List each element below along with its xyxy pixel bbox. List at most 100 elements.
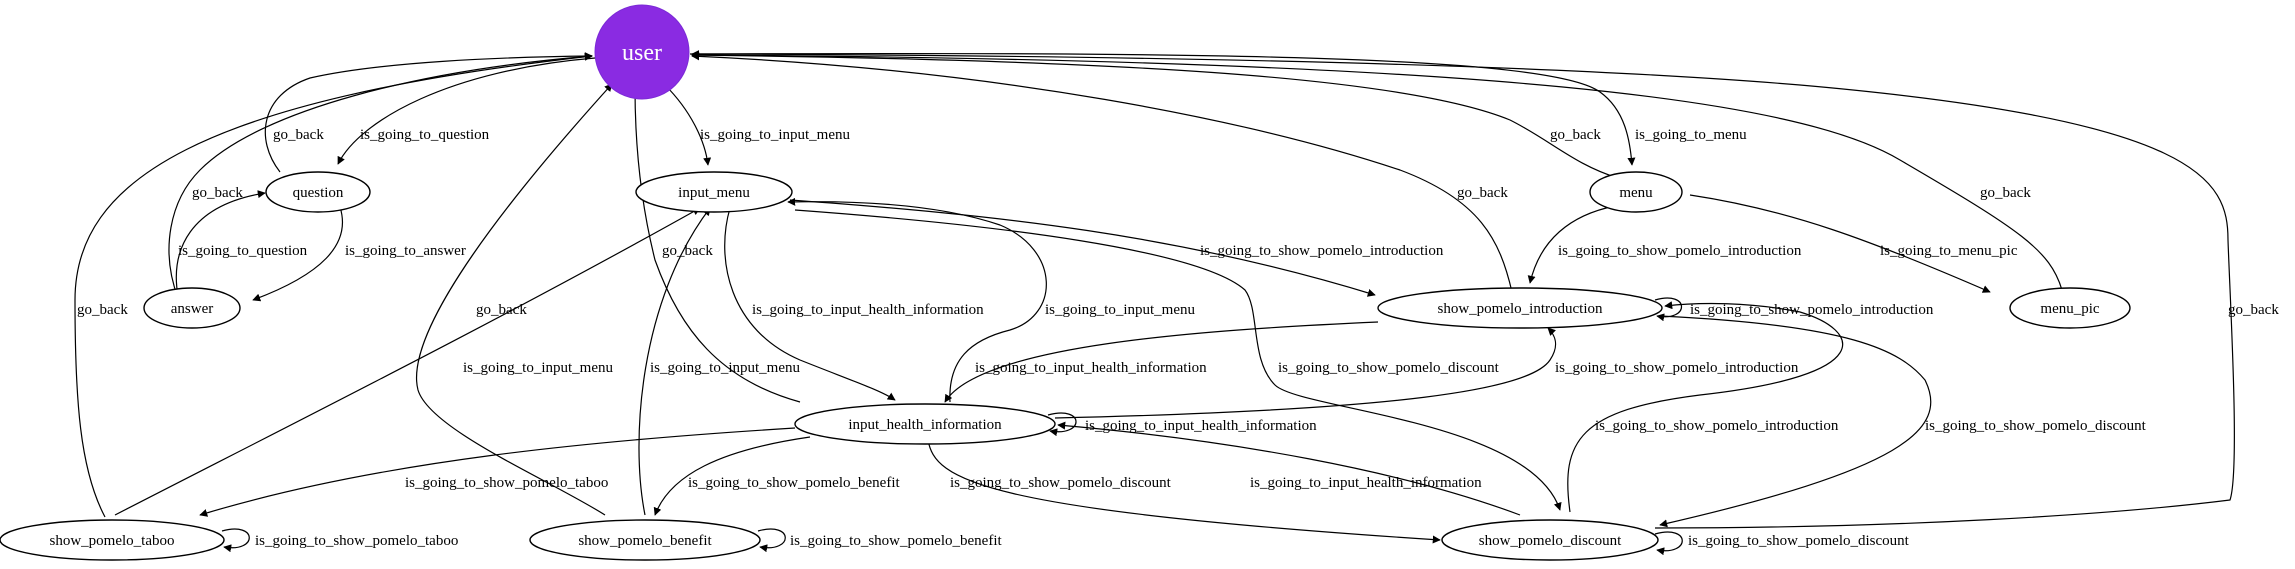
edge-label-taboo-self: is_going_to_show_pomelo_taboo (255, 533, 458, 549)
node-input_health_information[interactable]: input_health_information (794, 403, 1056, 445)
edge-label-intro-discount: is_going_to_show_pomelo_discount (1925, 418, 2147, 434)
edge-label-intro-health: is_going_to_input_health_information (975, 360, 1207, 376)
edge-discount-health (1057, 421, 1521, 516)
edge-health-discount (927, 439, 1441, 544)
edge-label-menu-menu_pic: is_going_to_menu_pic (1880, 243, 2018, 259)
node-label-menu: menu (1619, 185, 1653, 201)
edge-label-discount-intro: is_going_to_show_pomelo_introduction (1595, 418, 1839, 434)
node-label-show_pomelo_taboo: show_pomelo_taboo (50, 533, 175, 549)
node-label-input_health_information: input_health_information (848, 417, 1002, 433)
node-label-question: question (293, 185, 344, 201)
edge-benefit-self (757, 528, 786, 553)
edge-benefit-input_menu (638, 207, 711, 516)
node-shape-input_health_information (794, 403, 1056, 445)
node-input_menu[interactable]: input_menu (635, 171, 793, 213)
edge-menu-menu_pic (1689, 194, 1991, 293)
edge-label-health-self: is_going_to_input_health_information (1085, 418, 1317, 434)
edge-intro-discount (1659, 315, 1932, 528)
node-show_pomelo_benefit[interactable]: show_pomelo_benefit (529, 519, 761, 561)
node-label-show_pomelo_discount: show_pomelo_discount (1479, 533, 1622, 549)
edge-intro-self (1654, 297, 1682, 322)
node-answer[interactable]: answer (143, 287, 241, 329)
node-user[interactable]: user (594, 4, 690, 100)
node-show_pomelo_introduction[interactable]: show_pomelo_introduction (1377, 287, 1663, 329)
node-shape-menu_pic (2009, 287, 2131, 329)
node-show_pomelo_discount[interactable]: show_pomelo_discount (1441, 519, 1659, 561)
edge-menu-user (691, 51, 1619, 179)
edge-input_menu-health (724, 207, 896, 401)
edge-health-input_menu (787, 197, 1047, 403)
edge-label-user-question: is_going_to_question (360, 127, 490, 143)
edge-discount-user (691, 50, 2235, 529)
node-label-show_pomelo_benefit: show_pomelo_benefit (578, 533, 712, 549)
edge-label-benefit-self: is_going_to_show_pomelo_benefit (790, 533, 1002, 549)
edge-label-discount-user: go_back (2228, 302, 2279, 318)
edge-label-benefit-input_menu: is_going_to_input_menu (650, 360, 801, 376)
edge-health-user (631, 87, 801, 403)
edge-answer-user (168, 52, 593, 299)
edge-label-menu_pic-user: go_back (1980, 185, 2031, 201)
edge-menu_pic-user (691, 51, 2063, 291)
edge-answer-question (175, 190, 266, 297)
user-node-shape (594, 4, 690, 100)
node-shape-input_menu (635, 171, 793, 213)
node-show_pomelo_taboo[interactable]: show_pomelo_taboo (0, 519, 225, 561)
edge-label-answer-question: is_going_to_question (178, 243, 308, 259)
edges (74, 50, 2235, 556)
edge-label-input_menu-health: is_going_to_input_health_information (752, 302, 984, 318)
edge-intro-health (944, 321, 1379, 403)
edge-label-taboo-input_menu: is_going_to_input_menu (463, 360, 614, 376)
node-shape-answer (143, 287, 241, 329)
edge-input_menu-discount (794, 209, 1562, 511)
edge-label-answer-user: go_back (192, 185, 243, 201)
node-shape-show_pomelo_introduction (1377, 287, 1663, 329)
edge-taboo-input_menu (114, 207, 701, 516)
edge-labels: is_going_to_question go_back go_back is_… (77, 127, 2279, 549)
edge-label-health-taboo: is_going_to_show_pomelo_taboo (405, 475, 608, 491)
edge-label-user-menu: is_going_to_menu (1635, 127, 1747, 143)
node-menu[interactable]: menu (1589, 171, 1683, 213)
edge-question-user (264, 52, 593, 173)
node-label-answer: answer (171, 301, 213, 317)
node-shape-question (265, 171, 371, 213)
edge-label-taboo-user: go_back (77, 302, 128, 318)
node-label-menu_pic: menu_pic (2040, 301, 2099, 317)
edge-label-menu-intro: is_going_to_show_pomelo_introduction (1558, 243, 1802, 259)
edge-label-discount-self: is_going_to_show_pomelo_discount (1688, 533, 1910, 549)
edge-label-menu-user: go_back (1550, 127, 1601, 143)
edge-health-taboo (199, 427, 796, 517)
edge-label-input_menu-discount: is_going_to_show_pomelo_discount (1278, 360, 1500, 376)
node-label-input_menu: input_menu (678, 185, 750, 201)
node-shape-menu (1589, 171, 1683, 213)
edge-intro-user (691, 52, 1513, 293)
edge-label-health-intro: is_going_to_show_pomelo_introduction (1555, 360, 1799, 376)
edge-taboo-self (221, 528, 250, 553)
edge-label-health-discount: is_going_to_show_pomelo_discount (950, 475, 1172, 491)
node-shape-show_pomelo_benefit (529, 519, 761, 561)
node-menu_pic[interactable]: menu_pic (2009, 287, 2131, 329)
node-shape-show_pomelo_discount (1441, 519, 1659, 561)
edge-taboo-user (74, 52, 593, 518)
edge-menu-intro (1527, 205, 1616, 284)
edge-label-health-input_menu: is_going_to_input_menu (1045, 302, 1196, 318)
edge-user-input_menu (664, 84, 712, 166)
node-shape-show_pomelo_taboo (0, 519, 225, 561)
edge-label-intro-user: go_back (1457, 185, 1508, 201)
edge-health-benefit (653, 436, 811, 516)
node-question[interactable]: question (265, 171, 371, 213)
edge-discount-intro (1567, 301, 1844, 513)
node-label-show_pomelo_introduction: show_pomelo_introduction (1438, 301, 1603, 317)
edge-discount-self (1654, 531, 1683, 556)
edge-health-self (1047, 412, 1077, 437)
edge-label-intro-self: is_going_to_show_pomelo_introduction (1690, 302, 1934, 318)
nodes: user question answer input_menu menu men… (0, 4, 2131, 561)
edge-label-benefit-user: go_back (476, 302, 527, 318)
edge-label-health-user: go_back (662, 243, 713, 259)
node-label-user: user (622, 40, 662, 66)
edge-health-intro (1054, 327, 1557, 419)
edge-label-discount-health: is_going_to_input_health_information (1250, 475, 1482, 491)
edge-benefit-user (416, 83, 613, 516)
edge-label-question-answer: is_going_to_answer (345, 243, 466, 259)
